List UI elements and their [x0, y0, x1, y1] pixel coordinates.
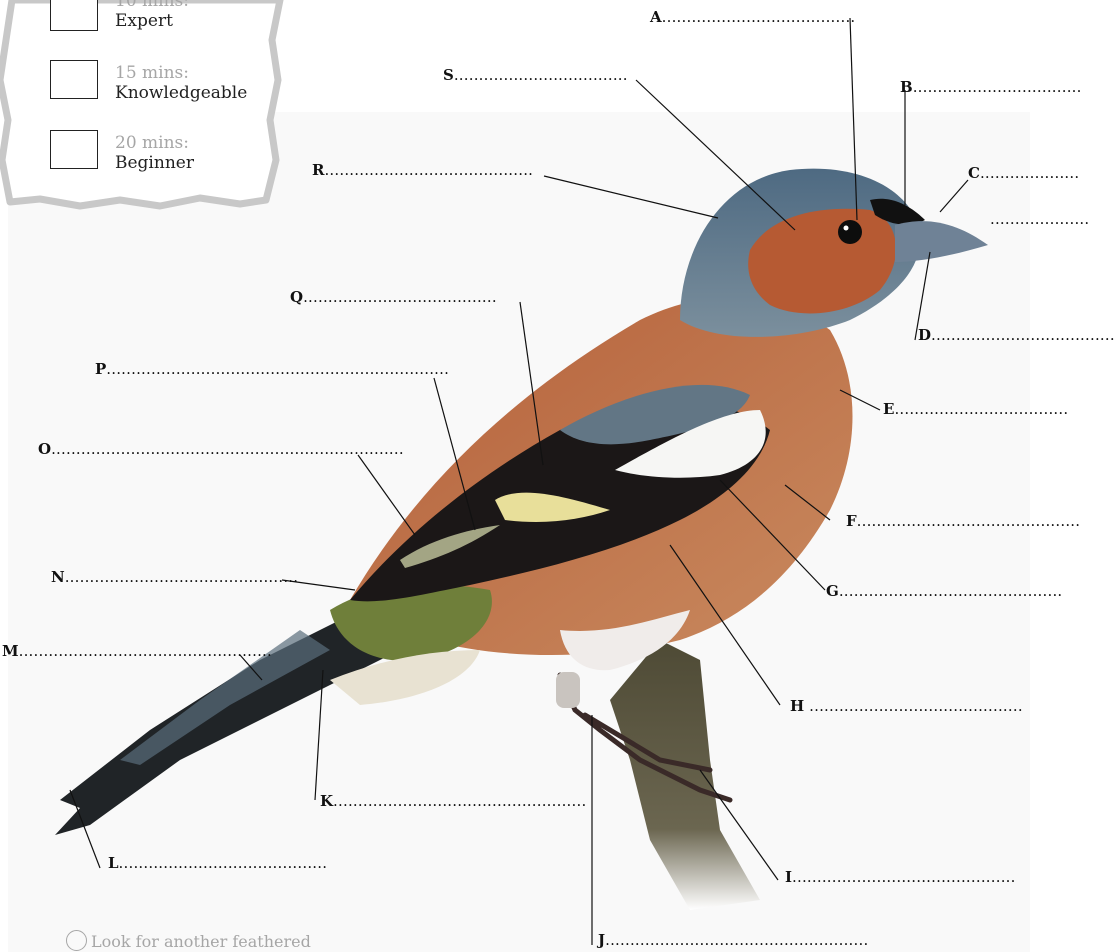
bird-thigh — [556, 672, 580, 708]
option-level: Expert — [115, 11, 189, 31]
label-letter: D — [918, 326, 931, 344]
option-expert: 10 mins: Expert — [115, 0, 189, 31]
label-letter: M — [2, 642, 19, 660]
label-letter: F — [846, 512, 857, 530]
label-h[interactable]: H ......................................… — [790, 697, 1023, 715]
label-letter: R — [312, 161, 324, 179]
checkbox-expert[interactable] — [50, 0, 98, 31]
label-letter: I — [785, 868, 792, 886]
label-d[interactable]: D..................................... — [918, 326, 1115, 344]
label-l[interactable]: L.......................................… — [108, 854, 327, 872]
option-level: Beginner — [115, 153, 194, 173]
label-r[interactable]: R.......................................… — [312, 161, 533, 179]
footer-text: Look for another feathered — [91, 932, 311, 951]
label-n[interactable]: N.......................................… — [51, 568, 298, 586]
label-e[interactable]: E................................... — [883, 400, 1068, 418]
label-c[interactable]: C.................... — [968, 164, 1079, 182]
label-b[interactable]: B.................................. — [900, 78, 1082, 96]
checkbox-knowledgeable[interactable] — [50, 60, 98, 99]
option-mins: 20 mins: — [115, 133, 194, 153]
label-letter: S — [443, 66, 454, 84]
label-j[interactable]: J.......................................… — [598, 931, 868, 949]
option-level: Knowledgeable — [115, 83, 247, 103]
label-a[interactable]: A....................................... — [650, 8, 855, 26]
label-p[interactable]: P.......................................… — [95, 360, 449, 378]
option-mins: 10 mins: — [115, 0, 189, 11]
label-letter: E — [883, 400, 894, 418]
label-s[interactable]: S................................... — [443, 66, 628, 84]
label-i[interactable]: I.......................................… — [785, 868, 1016, 886]
footer-hint: Look for another feathered — [66, 930, 311, 951]
label-g[interactable]: G.......................................… — [826, 582, 1062, 600]
label-letter: K — [320, 792, 333, 810]
label-letter: O — [38, 440, 51, 458]
label-letter: G — [826, 582, 839, 600]
checkbox-beginner[interactable] — [50, 130, 98, 169]
label-q[interactable]: Q....................................... — [290, 288, 497, 306]
label-letter: L — [108, 854, 119, 872]
option-mins: 15 mins: — [115, 63, 247, 83]
bird-eye — [838, 220, 862, 244]
option-beginner: 20 mins: Beginner — [115, 133, 194, 173]
eye-highlight — [844, 226, 849, 231]
label-f[interactable]: F.......................................… — [846, 512, 1080, 530]
label-c-second-line[interactable]: .................... — [990, 210, 1089, 228]
label-k[interactable]: K.......................................… — [320, 792, 586, 810]
label-letter: P — [95, 360, 106, 378]
label-letter: B — [900, 78, 913, 96]
label-o[interactable]: O.......................................… — [38, 440, 404, 458]
label-letter: Q — [290, 288, 303, 306]
option-knowledgeable: 15 mins: Knowledgeable — [115, 63, 247, 103]
label-letter: H — [790, 697, 804, 715]
label-m[interactable]: M.......................................… — [2, 642, 272, 660]
circle-bullet-icon — [66, 930, 87, 951]
label-letter: C — [968, 164, 980, 182]
label-letter: A — [650, 8, 662, 26]
label-letter: N — [51, 568, 65, 586]
